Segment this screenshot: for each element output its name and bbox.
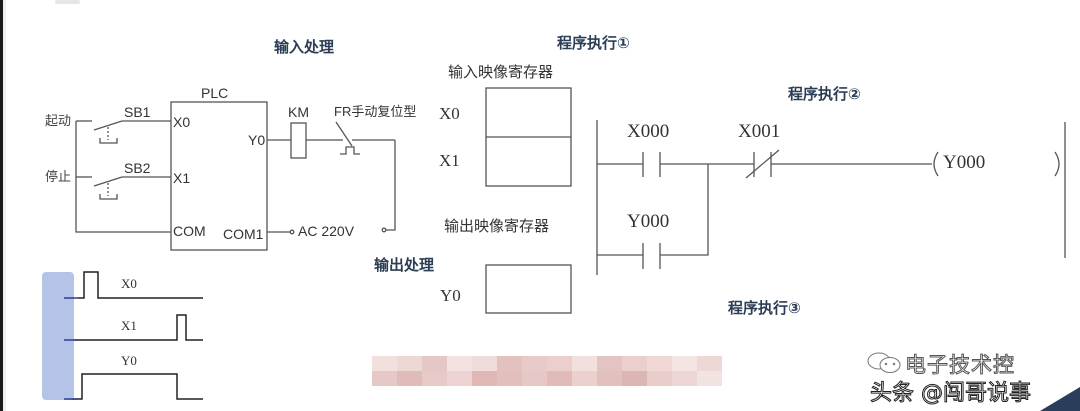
plc-x1-terminal: X1 xyxy=(173,170,191,186)
input-register-title: 输入映像寄存器 xyxy=(448,63,554,81)
ac-voltage-label: AC 220V xyxy=(298,223,355,239)
output-register-title: 输出映像寄存器 xyxy=(444,217,550,235)
plc-box xyxy=(170,101,268,251)
km-label: KM xyxy=(288,104,309,120)
input-register-row-x0: X0 xyxy=(439,104,460,123)
heading-input-processing: 输入处理 xyxy=(274,38,335,56)
input-register-row-x1: X1 xyxy=(439,151,460,170)
wechat-logo-icon xyxy=(867,352,901,373)
left-frame-edge xyxy=(0,0,3,411)
stop-label: 停止 xyxy=(45,170,72,185)
plc-label: PLC xyxy=(201,85,229,101)
ladder-coil-y000: Y000 xyxy=(943,152,986,173)
heading-program-exec-1: 程序执行① xyxy=(557,34,630,52)
sb1-label: SB1 xyxy=(124,104,151,120)
ladder-contact-y000: Y000 xyxy=(627,211,670,232)
corner-decoration xyxy=(1040,387,1080,411)
ladder-contact-x000: X000 xyxy=(627,121,670,142)
left-frame-shadow xyxy=(3,0,6,411)
top-smudge xyxy=(55,0,80,4)
heading-program-exec-2: 程序执行② xyxy=(788,85,861,103)
watermark-author: 头条 @闯哥说事 xyxy=(870,381,1032,407)
output-register-row-y0: Y0 xyxy=(440,286,461,305)
km-coil xyxy=(290,122,307,159)
plc-x0-terminal: X0 xyxy=(173,114,191,130)
ladder-contact-x001: X001 xyxy=(738,121,781,142)
pixelated-redacted-area xyxy=(372,356,722,386)
sb2-label: SB2 xyxy=(124,160,151,176)
plc-com1-terminal: COM1 xyxy=(223,226,264,242)
timing-label-x1: X1 xyxy=(121,318,137,333)
start-label: 起动 xyxy=(45,114,72,129)
timing-label-y0: Y0 xyxy=(121,353,137,368)
plc-com-terminal: COM xyxy=(173,223,206,239)
timing-label-x0: X0 xyxy=(121,276,137,291)
plc-y0-terminal: Y0 xyxy=(248,132,266,148)
heading-output-processing: 输出处理 xyxy=(374,256,435,274)
heading-program-exec-3: 程序执行③ xyxy=(728,299,801,317)
fr-label: FR手动复位型 xyxy=(334,104,417,119)
watermark-channel-name: 电子技术控 xyxy=(905,353,1015,378)
timing-scan-bar xyxy=(42,272,74,400)
